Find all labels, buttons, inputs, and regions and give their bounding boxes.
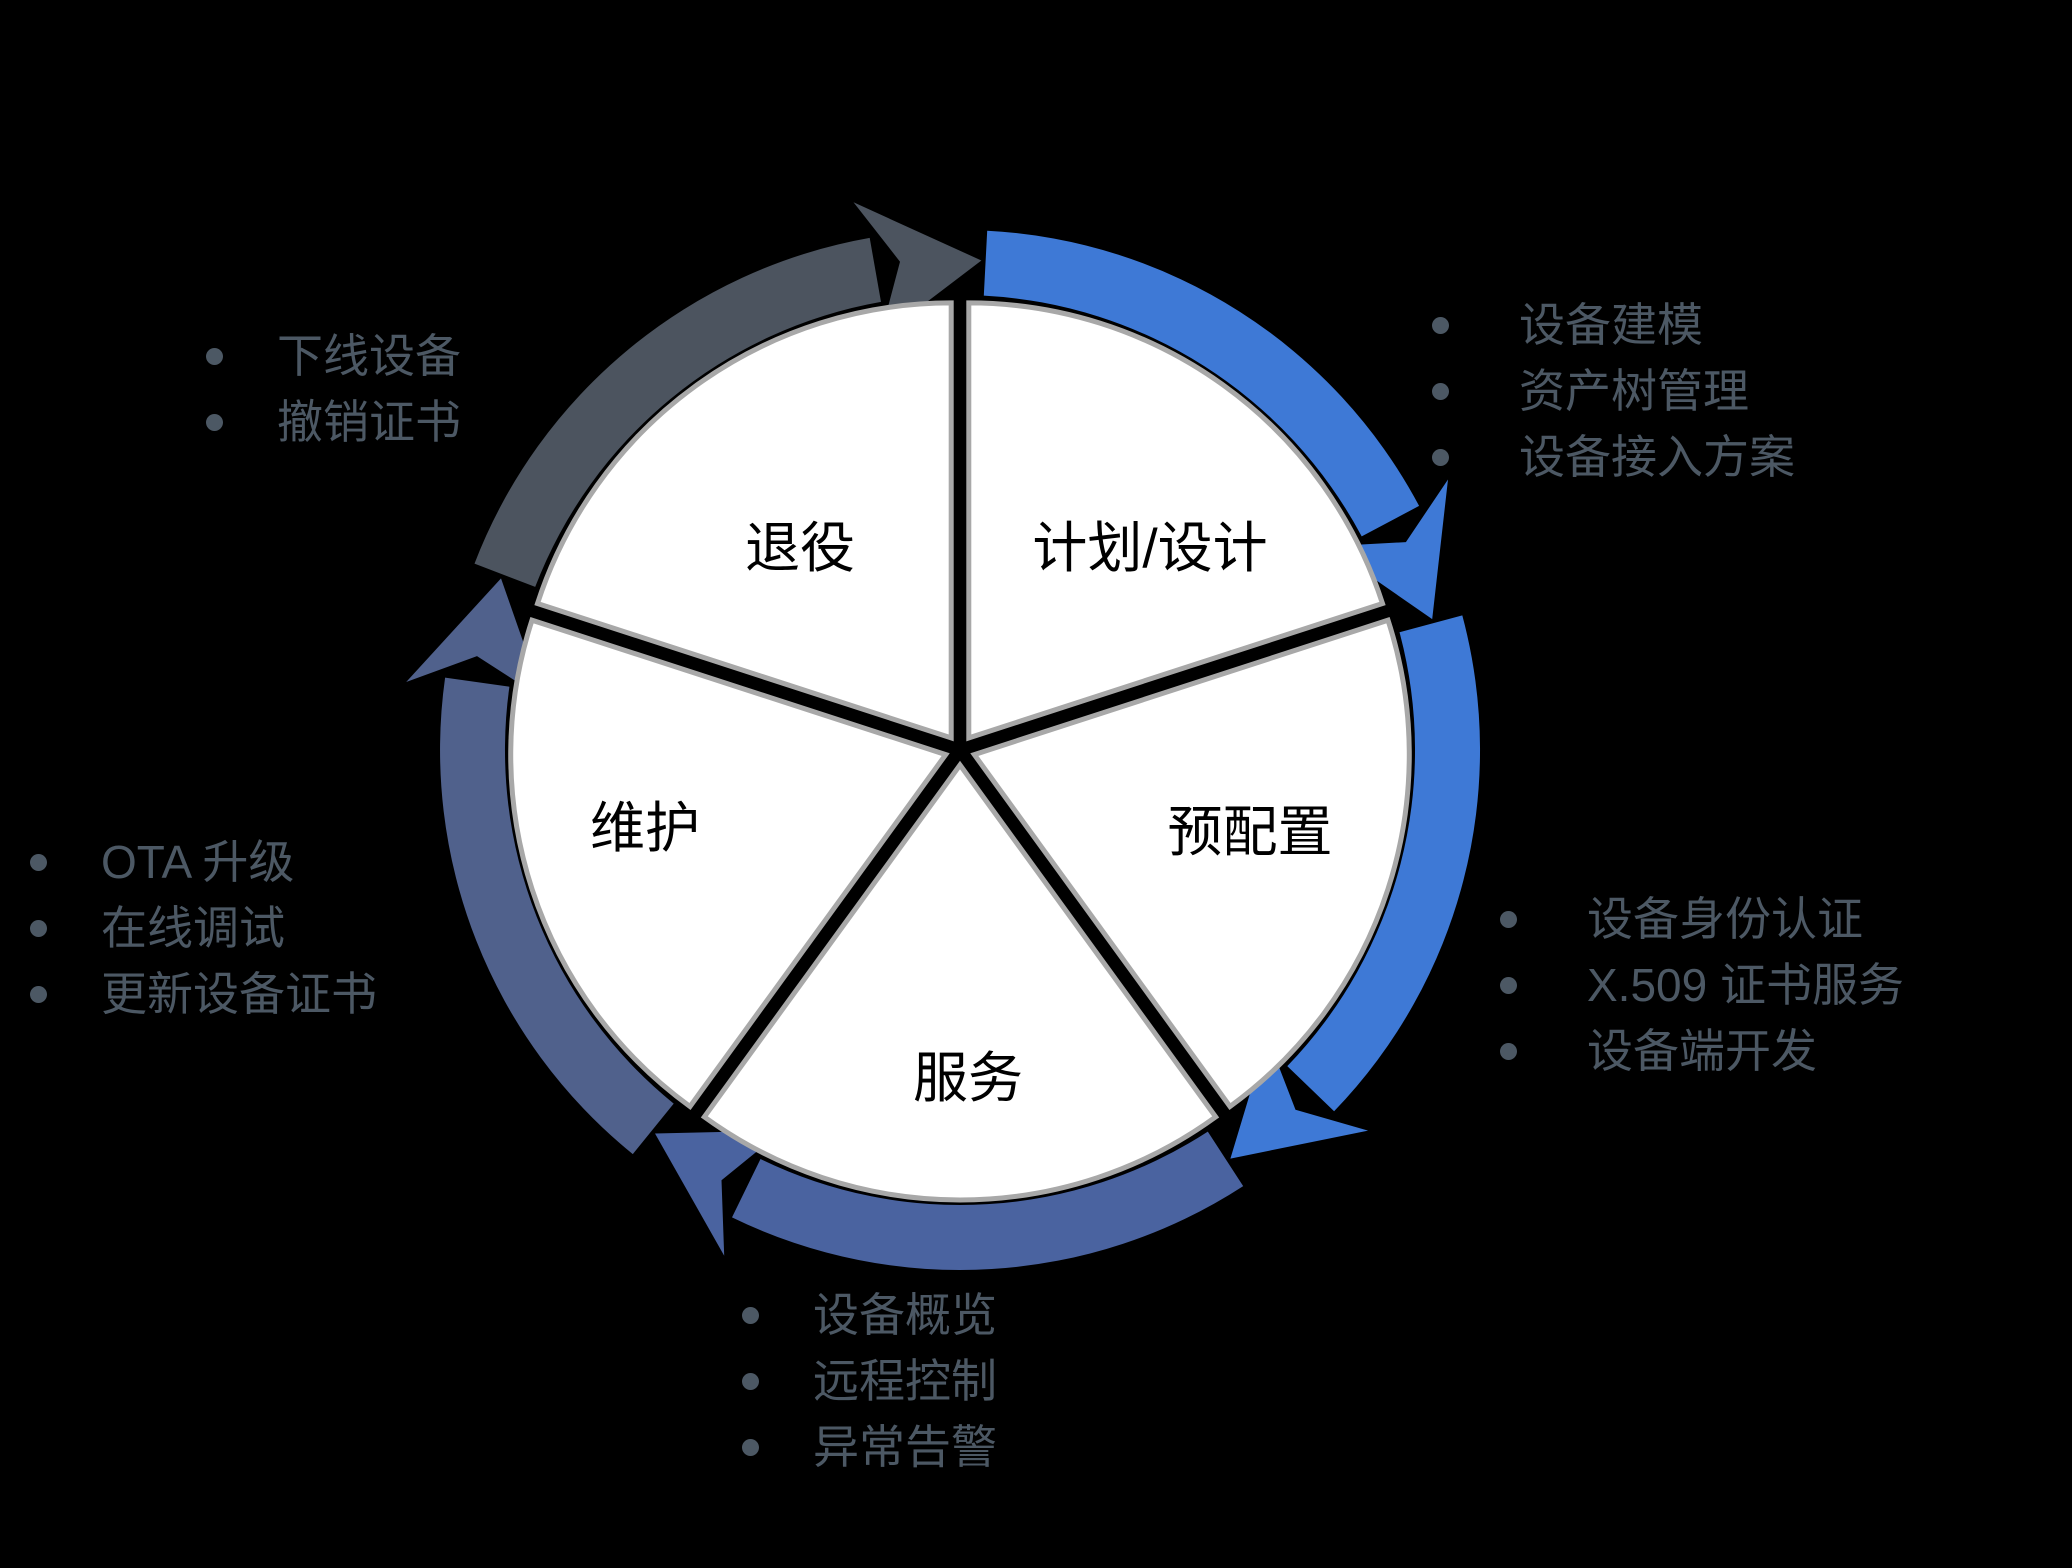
bullet-list-provision: 设备身份认证 X.509 证书服务设备端开发 <box>1500 886 1904 1084</box>
bullet-icon <box>206 347 223 365</box>
list-item-text: 设备建模 <box>1519 299 1703 351</box>
list-item: 设备端开发 <box>1500 1018 1904 1084</box>
bullet-list-plan: 设备建模资产树管理设备接入方案 <box>1432 292 1795 490</box>
bullet-icon <box>742 1306 759 1324</box>
list-item-text: 设备端开发 <box>1587 1025 1817 1077</box>
list-item-text: 撤销证书 <box>277 396 461 448</box>
cycle-arrowhead-service <box>655 1130 783 1256</box>
list-item-text: X.509 证书服务 <box>1587 959 1904 1011</box>
bullet-icon <box>1500 1042 1517 1060</box>
bullet-icon <box>1432 316 1449 334</box>
bullet-icon <box>30 919 47 937</box>
cycle-arrowhead-maintain <box>406 578 544 699</box>
wedge-plan <box>966 300 1386 742</box>
list-item: 撤销证书 <box>206 389 461 455</box>
stage-label-provision: 预配置 <box>1167 801 1332 863</box>
bullet-list-retire: 下线设备撤销证书 <box>206 323 461 455</box>
cycle-arrowhead-plan <box>1327 479 1448 620</box>
bullet-icon <box>30 853 47 871</box>
cycle-arc-maintain <box>440 677 674 1155</box>
cycle-arrowhead-retire <box>853 202 982 338</box>
wedge-maintain <box>508 617 950 1110</box>
list-item: 设备接入方案 <box>1432 424 1795 490</box>
list-item: 设备建模 <box>1432 292 1795 358</box>
bullet-list-maintain: OTA 升级在线调试更新设备证书 <box>30 829 377 1027</box>
list-item-text: OTA 升级 <box>101 836 295 888</box>
wedge-provision <box>970 617 1412 1110</box>
bullet-icon <box>1432 382 1449 400</box>
list-item-text: 下线设备 <box>277 330 461 382</box>
cycle-arc-retire <box>474 237 881 587</box>
list-item-text: 更新设备证书 <box>101 968 377 1020</box>
bullet-icon <box>1500 976 1517 994</box>
stage-label-plan: 计划/设计 <box>1032 517 1267 579</box>
list-item: 异常告警 <box>742 1414 997 1480</box>
list-item-text: 设备概览 <box>813 1289 997 1341</box>
bullet-icon <box>1500 910 1517 928</box>
bullet-icon <box>206 413 223 431</box>
bullet-list-service: 设备概览远程控制异常告警 <box>742 1282 997 1480</box>
list-item: 设备概览 <box>742 1282 997 1348</box>
list-item-text: 设备接入方案 <box>1519 431 1795 483</box>
list-item: X.509 证书服务 <box>1500 952 1904 1018</box>
list-item-text: 异常告警 <box>813 1421 997 1473</box>
stage-label-maintain: 维护 <box>590 797 700 859</box>
cycle-arc-provision <box>1287 615 1481 1112</box>
bullet-icon <box>742 1372 759 1390</box>
stage-label-service: 服务 <box>913 1047 1023 1109</box>
list-item: 更新设备证书 <box>30 961 377 1027</box>
list-item-text: 在线调试 <box>101 902 285 954</box>
list-item-text: 资产树管理 <box>1519 365 1749 417</box>
bullet-icon <box>1432 448 1449 466</box>
stage-label-retire: 退役 <box>745 517 855 579</box>
list-item: OTA 升级 <box>30 829 377 895</box>
wedge-service <box>700 760 1220 1203</box>
list-item: 远程控制 <box>742 1348 997 1414</box>
list-item-text: 设备身份认证 <box>1587 893 1863 945</box>
list-item: 在线调试 <box>30 895 377 961</box>
list-item: 资产树管理 <box>1432 358 1795 424</box>
wedge-retire <box>534 300 954 742</box>
list-item: 下线设备 <box>206 323 461 389</box>
cycle-arc-service <box>732 1131 1244 1271</box>
bullet-icon <box>742 1438 759 1456</box>
list-item-text: 远程控制 <box>813 1355 997 1407</box>
cycle-arc-plan <box>983 230 1420 537</box>
list-item: 设备身份认证 <box>1500 886 1904 952</box>
bullet-icon <box>30 985 47 1003</box>
